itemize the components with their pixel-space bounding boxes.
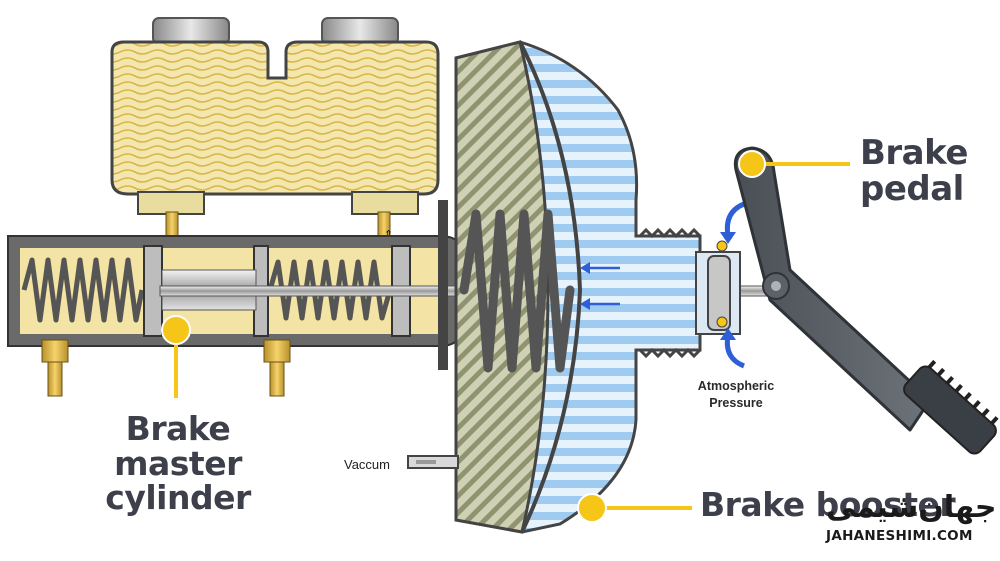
logo-latin-text: JAHANESHIMI.COM (826, 528, 973, 544)
label-master-cylinder-line1: Brake master (114, 409, 242, 483)
callout-master-cylinder (161, 315, 191, 398)
label-atmospheric-pressure: Atmospheric Pressure (686, 378, 786, 412)
callout-brake-booster (577, 493, 692, 523)
label-brake-pedal: Brake pedal (860, 133, 968, 209)
label-brake-pedal-line1: Brake (860, 133, 968, 173)
logo-arabic-text: جهان‌شیمی (826, 490, 998, 525)
brake-booster (407, 40, 741, 534)
label-master-cylinder-line2: cylinder (105, 478, 251, 518)
label-brake-pedal-line2: pedal (860, 168, 964, 209)
master-cylinder (7, 200, 771, 397)
fluid-reservoir: ⇕ (110, 17, 440, 243)
svg-text:⇕: ⇕ (384, 228, 393, 241)
label-brake-booster: Brake booster (700, 485, 956, 524)
flow-arrows (416, 201, 746, 464)
label-atmospheric-line2: Pressure (709, 395, 763, 410)
label-master-cylinder: Brake master cylinder (90, 409, 266, 518)
label-vaccum: Vaccum (344, 457, 390, 472)
callout-brake-pedal (738, 150, 850, 178)
label-atmospheric-line1: Atmospheric (697, 379, 775, 393)
brake-pedal (733, 146, 999, 455)
